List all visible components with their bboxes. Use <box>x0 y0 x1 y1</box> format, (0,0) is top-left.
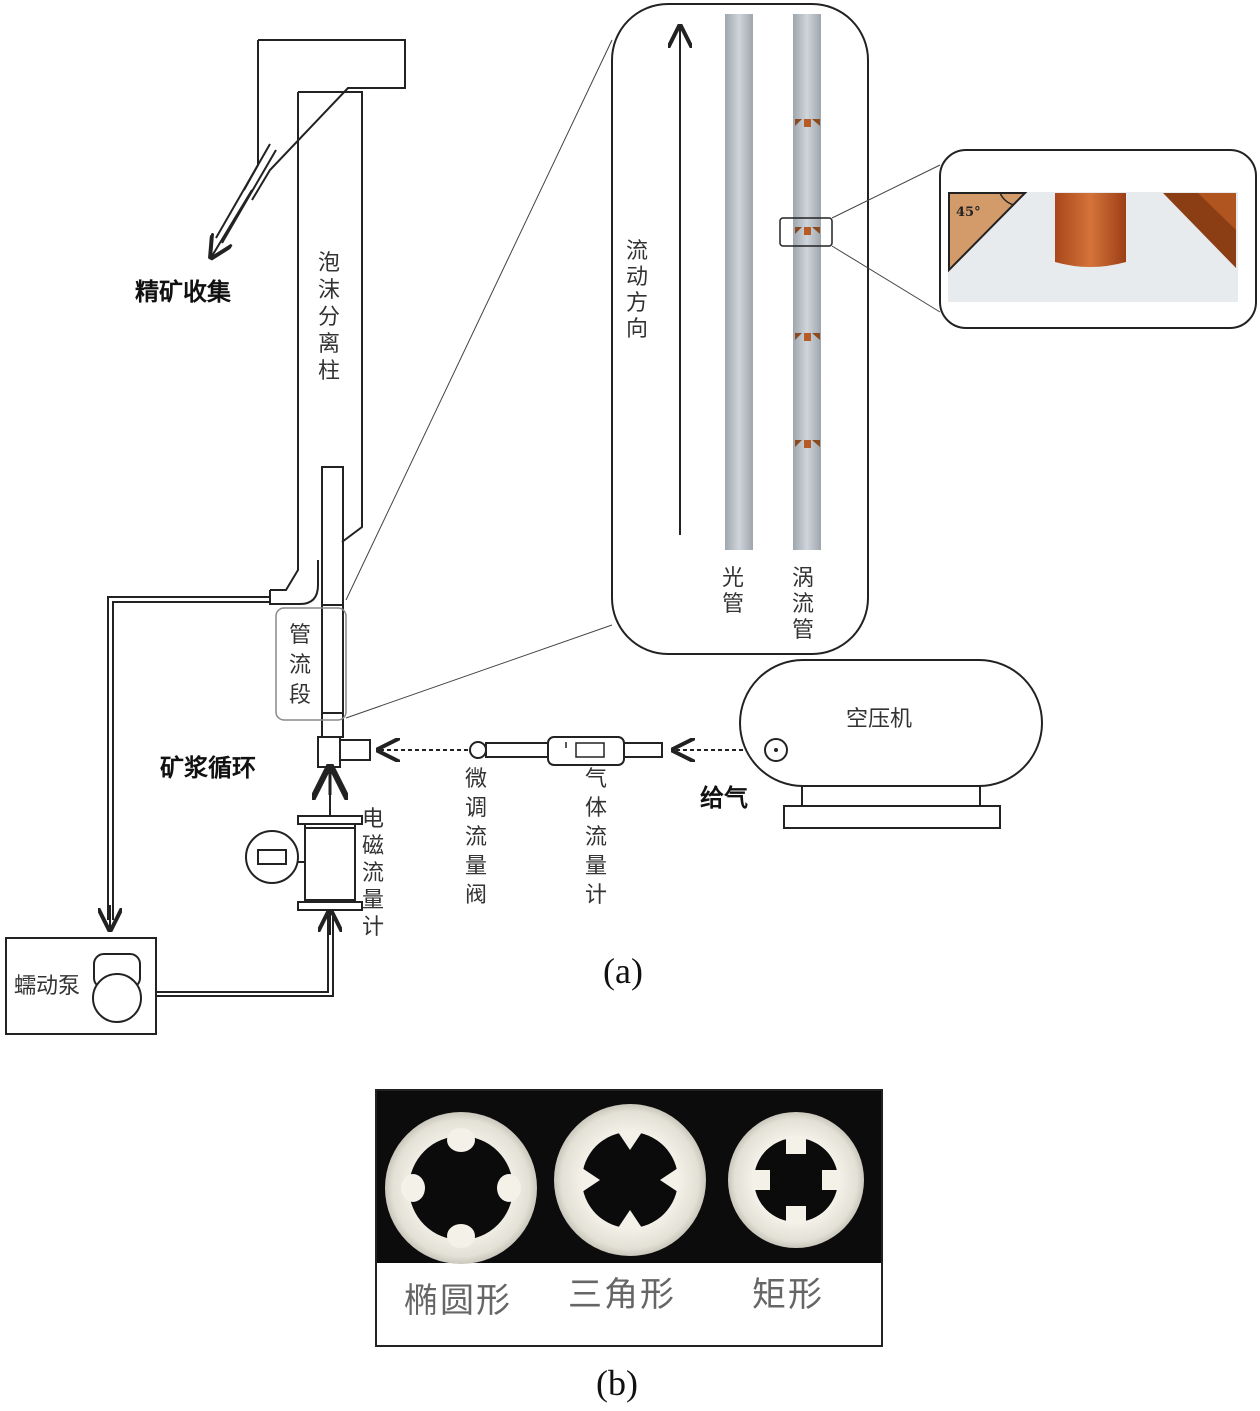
em-flowmeter-char: 量 <box>362 888 384 913</box>
concentrate-label: 精矿收集 <box>135 278 232 306</box>
triangle-insert-ring <box>554 1104 706 1256</box>
vortex-insert <box>795 227 820 235</box>
shape-label-rectangle: 矩形 <box>752 1275 824 1315</box>
em-flowmeter-char: 电 <box>362 807 384 832</box>
vortex-insert <box>795 440 820 448</box>
em-flowmeter-char: 计 <box>362 915 384 940</box>
em-flowmeter-label: 电 磁 流 量 计 <box>362 807 384 940</box>
column-label: 泡 沫 分 离 柱 <box>318 251 340 384</box>
detail-box <box>779 217 833 247</box>
gas-line <box>380 736 764 766</box>
angle-label: 45° <box>956 205 981 220</box>
pipe-section-char: 段 <box>289 683 311 708</box>
gas-flowmeter-char: 计 <box>585 883 607 908</box>
smooth-tube <box>725 14 753 550</box>
pipe-section-box <box>275 607 347 721</box>
shape-label-triangle: 三角形 <box>568 1275 676 1315</box>
pipe-section-label: 管 流 段 <box>289 623 311 708</box>
slurry-loop <box>107 596 334 997</box>
rectangle-insert-ring <box>728 1112 864 1248</box>
vortex-tube-label: 涡 流 管 <box>792 566 814 643</box>
fine-valve-char: 调 <box>465 796 487 821</box>
vortex-tube <box>793 14 821 550</box>
vortex-insert <box>795 333 820 341</box>
triangle-insert-left <box>948 192 1028 273</box>
column-char: 泡 <box>318 251 340 276</box>
em-flowmeter-char: 流 <box>362 861 384 886</box>
fine-valve-label: 微 调 流 量 阀 <box>465 767 487 908</box>
compressor-label: 空压机 <box>846 707 912 732</box>
tube-zoom-panel: 流 动 方 向 光 管 涡 流 管 <box>611 3 869 655</box>
column-char: 柱 <box>318 359 340 384</box>
insert-detail-panel: 45° <box>939 149 1257 329</box>
pump-label: 蠕动泵 <box>14 974 80 999</box>
shape-label-ellipse: 椭圆形 <box>404 1281 512 1321</box>
smooth-tube-char: 管 <box>722 592 744 617</box>
smooth-tube-char: 光 <box>722 566 744 591</box>
flow-direction-char: 流 <box>626 239 648 264</box>
caption-a: (a) <box>603 951 643 991</box>
gas-flowmeter-label: 气 体 流 量 计 <box>585 767 607 908</box>
vortex-tube-char: 涡 <box>792 566 814 591</box>
vortex-tube-char: 管 <box>792 618 814 643</box>
column-char: 离 <box>318 332 340 357</box>
air-compressor: 空压机 <box>739 659 1043 829</box>
flow-direction-label: 流 动 方 向 <box>626 239 648 342</box>
gas-flowmeter-char: 气 <box>585 767 607 792</box>
em-flowmeter <box>245 815 363 911</box>
fine-valve-char: 微 <box>465 767 487 792</box>
pipe-section-char: 管 <box>289 623 311 648</box>
column-char: 分 <box>318 305 340 330</box>
pipe-section-char: 流 <box>289 653 311 678</box>
caption-b: (b) <box>596 1363 638 1403</box>
em-flowmeter-char: 磁 <box>362 834 384 859</box>
flow-direction-char: 动 <box>626 265 648 290</box>
flow-direction-char: 方 <box>626 291 648 316</box>
insert-photo: 椭圆形 三角形 矩形 <box>375 1089 883 1347</box>
ellipse-insert-ring <box>385 1112 537 1264</box>
cylinder-insert <box>1055 193 1126 267</box>
vortex-tube-char: 流 <box>792 592 814 617</box>
vortex-insert <box>795 119 820 127</box>
fine-valve-char: 阀 <box>465 883 487 908</box>
peristaltic-pump: 蠕动泵 <box>5 937 157 1035</box>
gas-flowmeter-char: 流 <box>585 825 607 850</box>
flow-direction-char: 向 <box>626 317 648 342</box>
gas-supply-label: 给气 <box>700 784 748 812</box>
fine-valve-char: 量 <box>465 854 487 879</box>
column-char: 沫 <box>318 278 340 303</box>
fine-valve-char: 流 <box>465 825 487 850</box>
gas-flowmeter-char: 量 <box>585 854 607 879</box>
smooth-tube-label: 光 管 <box>722 566 744 617</box>
slurry-loop-label: 矿浆循环 <box>160 754 256 782</box>
gas-flowmeter-char: 体 <box>585 796 607 821</box>
